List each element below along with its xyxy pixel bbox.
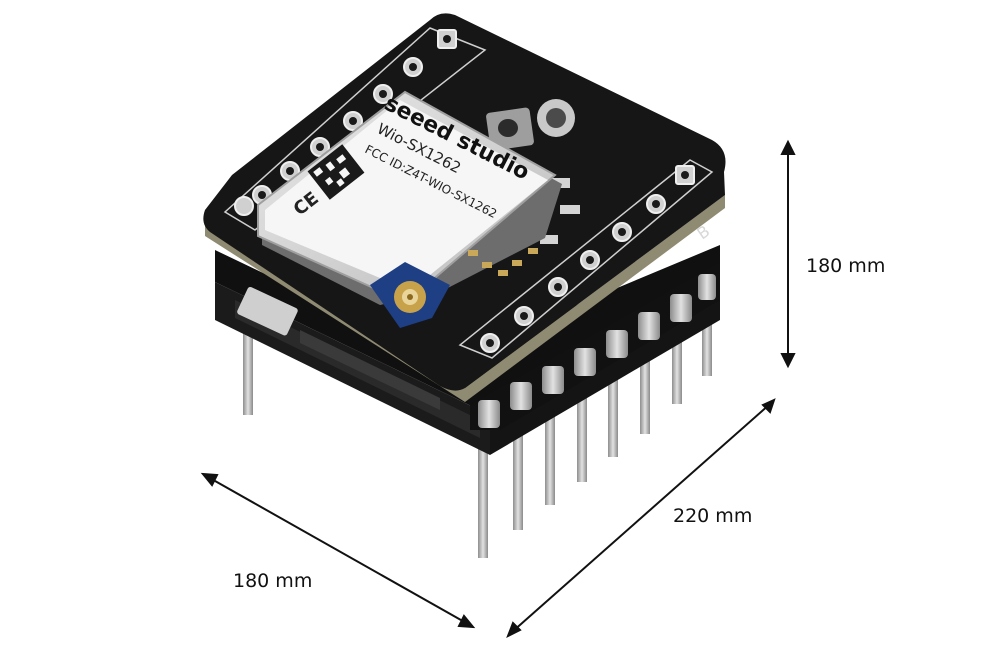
width-dimension-label: 180 mm — [233, 570, 313, 592]
height-dimension-label: 180 mm — [806, 255, 886, 277]
header-blocks — [470, 262, 720, 430]
depth-dimension-label: 220 mm — [673, 505, 753, 527]
left-pad-holes — [258, 35, 451, 199]
upper-board-edge — [205, 195, 725, 402]
header-pins — [243, 320, 712, 558]
pin-marker: B — [693, 221, 713, 243]
dimension-arrows — [200, 139, 796, 639]
right-pad-holes — [486, 171, 689, 347]
right-pad-row — [480, 165, 695, 353]
radio-module: CE seeed studio Wio-SX1262 FCC ID:Z4T-WI… — [257, 90, 562, 328]
